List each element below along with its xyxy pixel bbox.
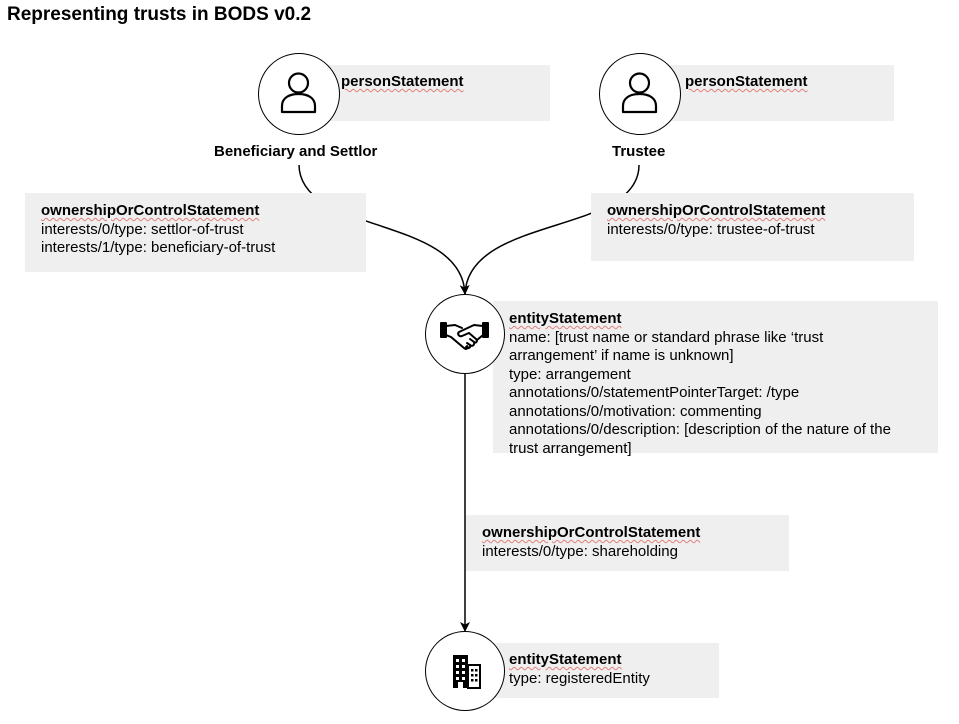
box-line: annotations/0/description: [description … — [509, 421, 891, 438]
ownership-statement-box-beneficiary: ownershipOrControlStatement interests/0/… — [25, 193, 366, 272]
person-icon — [280, 72, 317, 114]
box-line: interests/1/type: beneficiary-of-trust — [41, 239, 276, 256]
entity-statement-box-trust: entityStatement name: [trust name or sta… — [493, 301, 938, 457]
box-heading: personStatement — [341, 73, 464, 90]
edge-beneficiary-to-trust — [298, 164, 470, 295]
registered-entity-node — [425, 631, 505, 711]
building-icon — [453, 655, 481, 689]
edge-trustee-to-trust — [464, 164, 640, 295]
person-statement-box-beneficiary: personStatement — [325, 65, 550, 121]
box-line: interests/0/type: shareholding — [482, 542, 678, 560]
ownership-statement-box-trustee: ownershipOrControlStatement interests/0/… — [591, 193, 914, 261]
box-line: arrangement’ if name is unknown] — [509, 347, 734, 364]
box-line: interests/0/type: trustee-of-trust — [607, 220, 815, 238]
box-line: annotations/0/statementPointerTarget: /t… — [509, 384, 800, 401]
trust-node — [425, 294, 505, 374]
diagram-title: Representing trusts in BODS v0.2 — [7, 4, 312, 25]
box-line: annotations/0/motivation: commenting — [509, 402, 762, 420]
box-heading: personStatement — [685, 73, 808, 90]
ownership-statement-box-shareholding: ownershipOrControlStatement interests/0/… — [466, 515, 789, 571]
box-line: type: registeredEntity — [509, 669, 650, 687]
person-statement-box-trustee: personStatement — [669, 65, 894, 121]
box-line: trust arrangement] — [509, 439, 632, 457]
box-heading: ownershipOrControlStatement — [41, 202, 260, 219]
person-icon — [621, 72, 658, 114]
box-heading: entityStatement — [509, 651, 622, 668]
beneficiary-node — [258, 53, 340, 135]
trustee-node — [599, 53, 681, 135]
entity-statement-box-registered: entityStatement type: registeredEntity — [493, 643, 719, 698]
beneficiary-label: Beneficiary and Settlor — [214, 143, 378, 160]
box-heading: ownershipOrControlStatement — [482, 524, 701, 541]
trustee-label: Trustee — [612, 143, 666, 160]
box-line: name: [trust name or standard phrase lik… — [509, 328, 824, 346]
box-line: interests/0/type: settlor-of-trust — [41, 220, 244, 238]
handshake-icon — [440, 322, 489, 350]
box-line: type: arrangement — [509, 365, 631, 383]
box-heading: entityStatement — [509, 310, 622, 327]
box-heading: ownershipOrControlStatement — [607, 202, 826, 219]
